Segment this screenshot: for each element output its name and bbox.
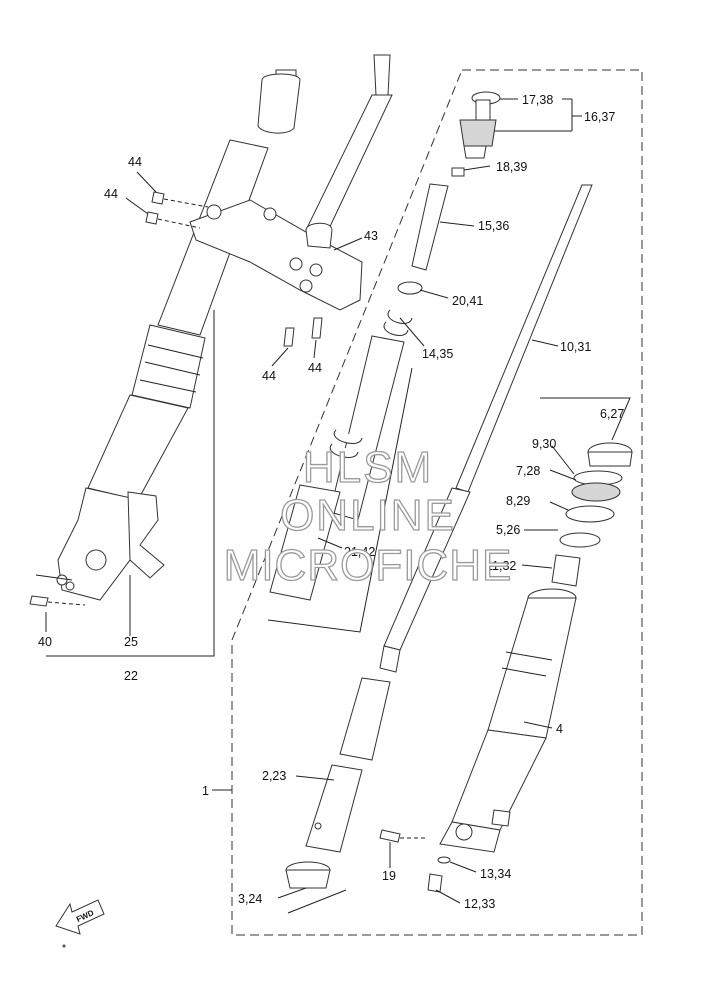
label-14-35: 14,35 [422, 347, 453, 361]
label-44-d: 44 [308, 361, 322, 375]
watermark: HLSM ONLINE MICROFICHE [223, 442, 513, 590]
label-11-32: 11,32 [486, 559, 516, 573]
label-4: 4 [556, 722, 563, 736]
leader-lines [45, 98, 582, 904]
seal-stack [540, 397, 633, 587]
label-12-33: 12,33 [464, 897, 495, 911]
label-43: 43 [364, 229, 378, 243]
bolt-40 [29, 595, 86, 607]
label-44-b: 44 [104, 187, 118, 201]
clamp-bolts-44 [145, 191, 323, 347]
label-9-30: 9,30 [532, 437, 556, 451]
label-1: 1 [202, 784, 209, 798]
steering-stem-and-clamp [189, 54, 393, 311]
label-44-a: 44 [128, 155, 142, 169]
label-15-36: 15,36 [478, 219, 509, 233]
label-3-24: 3,24 [238, 892, 262, 906]
slider-tube-2-23 [305, 677, 391, 853]
label-22: 22 [124, 669, 138, 683]
fwd-arrow-icon: FWD [55, 899, 105, 935]
label-6-27: 6,27 [600, 407, 624, 421]
damper-rod-10-31 [379, 184, 593, 673]
label-21-42: 21,42 [344, 545, 375, 559]
bracket-21-42 [267, 367, 413, 633]
label-44-c: 44 [262, 369, 276, 383]
watermark-line-2: ONLINE [280, 491, 456, 540]
label-19: 19 [382, 869, 396, 883]
label-5-26: 5,26 [496, 523, 520, 537]
label-13-34: 13,34 [480, 867, 511, 881]
label-18-39: 18,39 [496, 160, 527, 174]
watermark-line-3: MICROFICHE [224, 541, 513, 590]
label-25: 25 [124, 635, 138, 649]
inner-damper-parts [269, 91, 501, 601]
bushing-3-24 [285, 861, 347, 914]
drain-bolt-12-33 [427, 856, 451, 893]
label-2-23: 2,23 [262, 769, 286, 783]
label-40: 40 [38, 635, 52, 649]
label-17-38: 17,38 [522, 93, 553, 107]
label-20-41: 20,41 [452, 294, 483, 308]
watermark-line-1: HLSM [303, 443, 433, 492]
assembled-fork-leg [35, 69, 301, 601]
outer-tube-4 [439, 588, 577, 853]
label-10-31: 10,31 [560, 340, 591, 354]
dashed-assembly-outline [231, 69, 643, 936]
label-8-29: 8,29 [506, 494, 530, 508]
part-number-labels: 17,38 16,37 18,39 15,36 43 44 44 44 44 2… [38, 93, 624, 911]
bolt-19 [379, 829, 428, 843]
label-16-37: 16,37 [584, 110, 615, 124]
label-7-28: 7,28 [516, 464, 540, 478]
